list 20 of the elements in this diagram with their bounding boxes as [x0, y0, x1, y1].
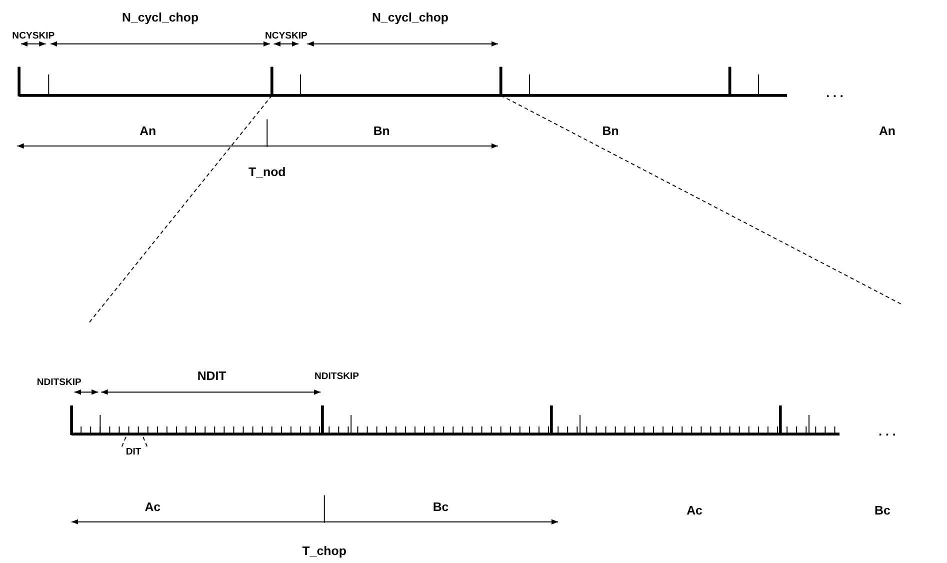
segment-label: Bc [432, 499, 449, 514]
segment-label: Bc [874, 503, 890, 518]
continuation-dots: . . . [878, 424, 896, 438]
period-label: T_chop [302, 543, 346, 558]
segment-label: Bn [602, 124, 619, 138]
segment-label: Ac [144, 499, 161, 514]
skip-label: NDITSKIP [314, 372, 360, 382]
cycle-label: NDIT [197, 368, 226, 384]
segment-label: An [878, 124, 896, 138]
period-label: T_nod [248, 164, 286, 179]
segment-label: An [140, 124, 156, 138]
skip-label: NCYSKIP [265, 31, 308, 42]
cycle-label: N_cycl_chop [122, 10, 199, 24]
skip-label: NCYSKIP [12, 31, 55, 42]
cycle-label: N_cycl_chop [372, 10, 448, 24]
segment-label: Ac [686, 503, 702, 518]
segment-label: Bn [373, 124, 390, 138]
dit-label: DIT [126, 446, 142, 458]
continuation-dots: . . . [826, 85, 844, 100]
skip-label: NDITSKIP [36, 377, 82, 388]
